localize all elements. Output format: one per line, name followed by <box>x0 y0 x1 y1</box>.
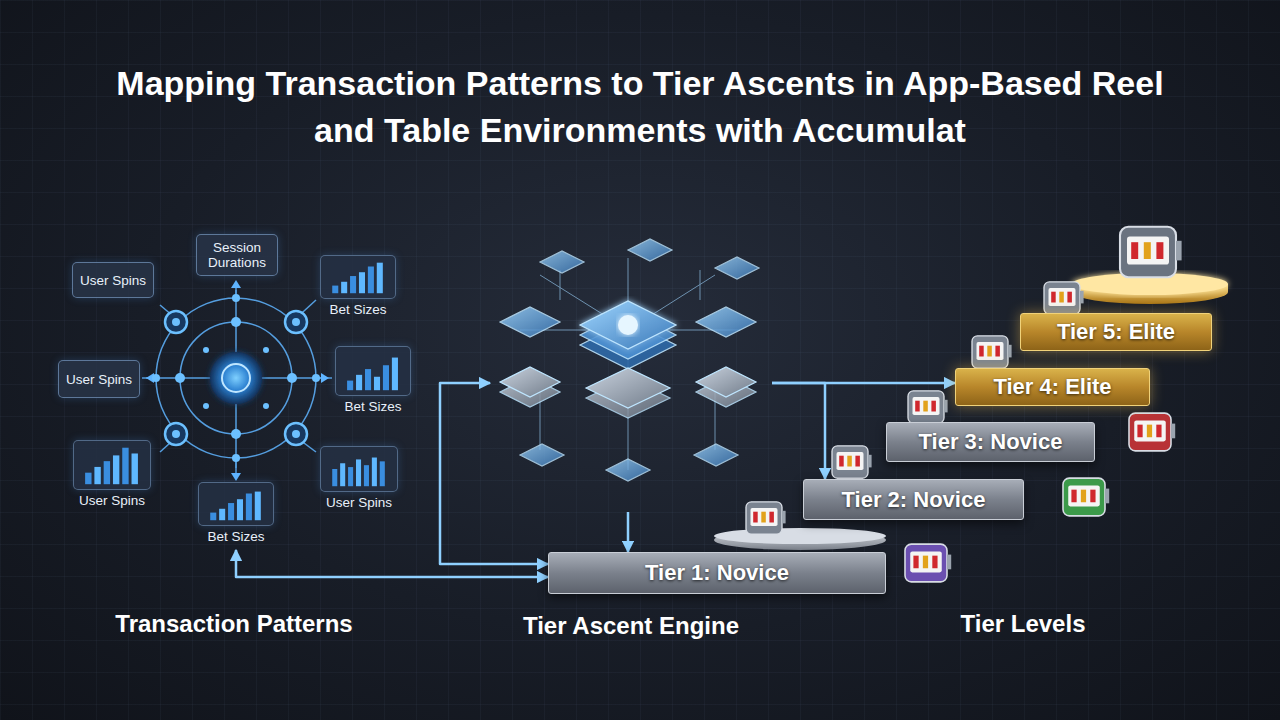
chart-tile: User Spins <box>73 440 151 490</box>
tier-label: Tier 1: Novice <box>645 560 789 586</box>
tier-label: Tier 4: Elite <box>993 374 1111 400</box>
bar-chart-icon <box>321 447 397 491</box>
metric-label: User Spins <box>79 493 145 508</box>
bar-chart-icon <box>321 256 395 298</box>
metric-label: Bet Sizes <box>329 302 386 317</box>
bar-chart-icon <box>199 483 273 525</box>
flow-arrow <box>772 383 825 479</box>
metric-box: User Spins <box>58 360 140 398</box>
tier-bar: Tier 1: Novice <box>548 552 886 594</box>
metric-label: User Spins <box>66 372 132 387</box>
chart-tile: User Spins <box>320 446 398 492</box>
section-label: Tier Ascent Engine <box>523 612 739 640</box>
metric-label: User Spins <box>326 495 392 510</box>
section-label: Transaction Patterns <box>115 610 352 638</box>
metric-label: User Spins <box>80 273 146 288</box>
tier-bar: Tier 3: Novice <box>886 422 1095 462</box>
flow-arrow <box>627 512 630 552</box>
flow-arrow <box>440 383 548 564</box>
chart-tile: Bet Sizes <box>198 482 274 526</box>
diagram-title: Mapping Transaction Patterns to Tier Asc… <box>90 60 1190 154</box>
metric-label: Bet Sizes <box>344 399 401 414</box>
tier-label: Tier 3: Novice <box>919 429 1063 455</box>
bar-chart-icon <box>74 441 150 489</box>
tier-bar: Tier 5: Elite <box>1020 313 1212 351</box>
engine-graphic: Tier Ascent Engine <box>490 240 772 512</box>
metric-label: Bet Sizes <box>207 529 264 544</box>
chart-tile: Bet Sizes <box>335 346 411 396</box>
chart-tile: Bet Sizes <box>320 255 396 299</box>
tier-bar: Tier 2: Novice <box>803 479 1024 520</box>
section-label: Tier Levels <box>961 610 1086 638</box>
tier-label: Tier 5: Elite <box>1057 319 1175 345</box>
metric-box: Session Durations <box>196 234 278 276</box>
metric-label: Session Durations <box>203 240 271 270</box>
tier-bar: Tier 4: Elite <box>955 368 1150 406</box>
bar-chart-icon <box>336 347 410 395</box>
tier-label: Tier 2: Novice <box>842 487 986 513</box>
metric-box: User Spins <box>72 262 154 298</box>
